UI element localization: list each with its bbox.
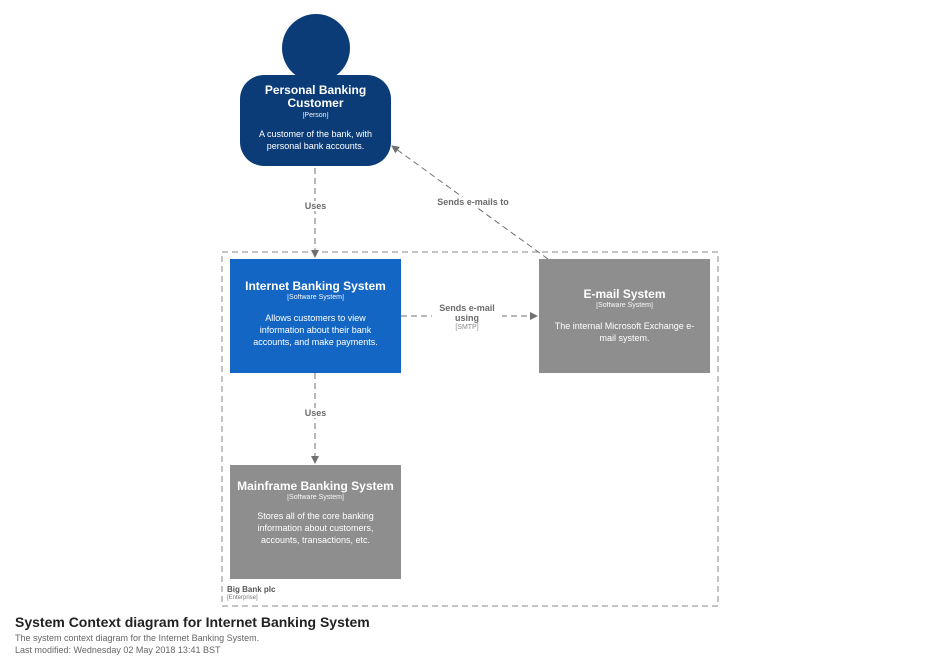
person-description: A customer of the bank, with personal ba… <box>258 128 373 151</box>
ibs-description: Allows customers to view information abo… <box>253 313 378 347</box>
relationship-label-ibs-uses-mainframe: Uses <box>302 408 329 419</box>
person-title: Personal Banking Customer <box>264 83 367 111</box>
mainframe-type: [Software System] <box>287 494 344 502</box>
person-personal-banking-customer[interactable]: Personal Banking Customer [Person] A cus… <box>240 75 391 166</box>
person-type: [Person] <box>302 111 329 119</box>
ibs-title: Internet Banking System <box>245 279 386 293</box>
enterprise-boundary <box>221 251 719 607</box>
diagram-description: The system context diagram for the Inter… <box>15 633 260 643</box>
internet-banking-system-box[interactable]: Internet Banking System [Software System… <box>230 259 401 373</box>
relationship-label-ibs-sends-email: Sends e-mail using [SMTP] <box>432 303 502 332</box>
last-modified-text: Last modified: Wednesday 02 May 2018 13:… <box>15 645 221 655</box>
mainframe-description: Stores all of the core banking informati… <box>257 511 374 545</box>
email-type: [Software System] <box>596 302 653 310</box>
email-title: E-mail System <box>583 287 666 301</box>
email-description: The internal Microsoft Exchange e-mail s… <box>554 321 695 344</box>
connector-email-sends-person <box>391 145 549 260</box>
relationship-label-person-uses-ibs: Uses <box>302 201 329 212</box>
enterprise-boundary-name: Big Bank plc <box>227 585 276 594</box>
relationship-text-ibs-sends-email: Sends e-mail using <box>439 303 495 324</box>
mainframe-title: Mainframe Banking System <box>237 479 394 493</box>
person-head-icon <box>282 14 350 82</box>
mainframe-banking-system-box[interactable]: Mainframe Banking System [Software Syste… <box>230 465 401 579</box>
diagram-title: System Context diagram for Internet Bank… <box>15 614 370 630</box>
email-system-box[interactable]: E-mail System [Software System] The inte… <box>539 259 710 373</box>
ibs-type: [Software System] <box>287 294 344 302</box>
enterprise-boundary-type: [Enterprise] <box>227 595 258 601</box>
relationship-label-email-sends-person: Sends e-mails to <box>430 197 516 208</box>
relationship-technology-smtp: [SMTP] <box>455 323 479 331</box>
